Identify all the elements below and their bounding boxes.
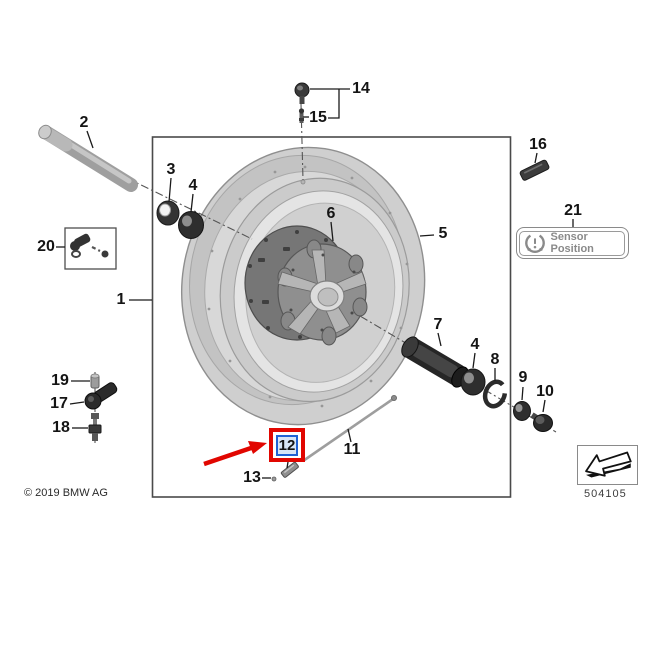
part-4-bearing-right [460, 368, 486, 396]
diagram-frame [151, 136, 512, 498]
callout-19[interactable]: 19 [51, 372, 69, 389]
callout-13[interactable]: 13 [243, 469, 261, 486]
part-20-kit [64, 227, 117, 270]
callout-11[interactable]: 11 [343, 441, 361, 458]
tpms-warning-icon [524, 232, 546, 254]
callout-7[interactable]: 7 [433, 316, 443, 333]
callout-4[interactable]: 4 [188, 177, 198, 194]
sensor-position-label: Sensor Position [550, 231, 594, 255]
drawing-number: 504105 [584, 488, 627, 500]
callout-17[interactable]: 17 [50, 395, 68, 412]
callout-3[interactable]: 3 [166, 161, 176, 178]
part-16-weight [519, 159, 550, 181]
rim-holes [207, 165, 409, 408]
part-2-axle [38, 124, 138, 192]
direction-indicator-box [577, 445, 638, 485]
callout-8[interactable]: 8 [490, 351, 500, 368]
callout-18[interactable]: 18 [52, 419, 70, 436]
highlighted-callout-12[interactable]: 12 [276, 434, 298, 456]
callout-12[interactable]: 12 [278, 436, 296, 454]
part-17-abs-sensor [84, 382, 118, 410]
callout-6[interactable]: 6 [326, 205, 336, 222]
callout-20[interactable]: 20 [37, 238, 55, 255]
part-9-washer [513, 401, 531, 421]
part-8-circlip [482, 379, 508, 409]
hub-assembly [244, 225, 368, 346]
part-15-valve-core [298, 108, 305, 123]
red-annotation-arrow [203, 441, 267, 467]
part-14-valve [294, 82, 310, 104]
callout-10[interactable]: 10 [536, 383, 554, 400]
part-13-ball [271, 476, 277, 482]
callout-15[interactable]: 15 [309, 109, 327, 126]
callout-1[interactable]: 1 [116, 291, 126, 308]
callout-5[interactable]: 5 [438, 225, 448, 242]
highlighted-callout-frame: 12 [269, 428, 305, 462]
part-12-pin [280, 461, 299, 478]
callout-21[interactable]: 21 [564, 202, 582, 219]
part-4-bearing-left [178, 211, 204, 239]
part-18-valve-stem [88, 413, 102, 441]
callout-16[interactable]: 16 [529, 136, 547, 153]
part-19-bush [90, 373, 100, 389]
sensor-position-badge: Sensor Position [516, 227, 629, 259]
callout-4b[interactable]: 4 [470, 336, 480, 353]
callout-2[interactable]: 2 [79, 114, 89, 131]
callout-14[interactable]: 14 [352, 80, 370, 97]
part-3-seal [156, 200, 180, 226]
part-7-sleeve [401, 336, 469, 388]
copyright-notice: © 2019 BMW AG [24, 487, 108, 499]
callout-9[interactable]: 9 [518, 369, 528, 386]
part-10-bolt [530, 412, 553, 432]
direction-arrow-icon [585, 451, 632, 478]
leader-lines [56, 88, 574, 479]
